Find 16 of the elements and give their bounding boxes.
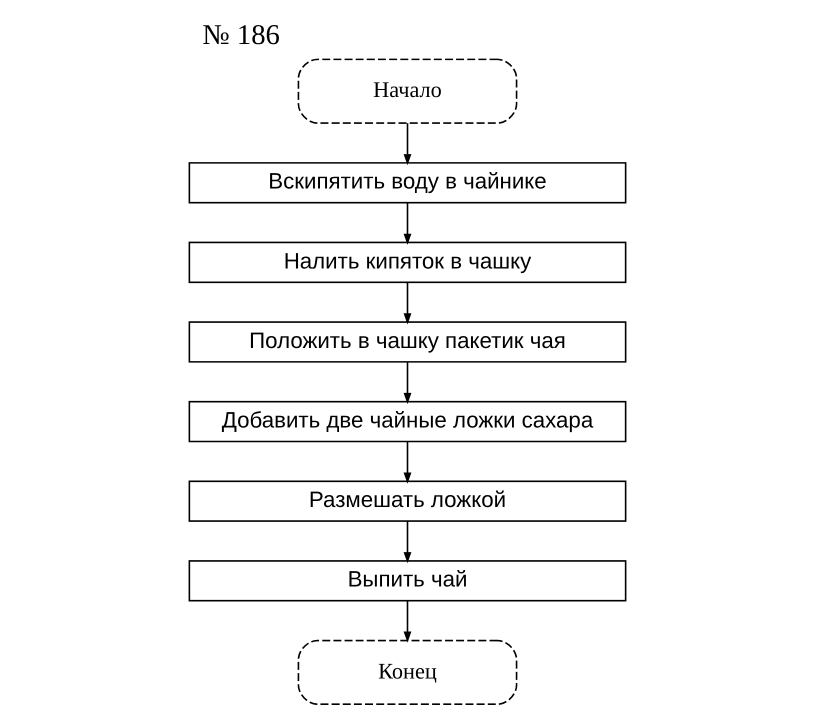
arrow bbox=[404, 202, 412, 245]
node-box: Налить кипяток в чашку bbox=[188, 242, 626, 284]
node-box: Размешать ложкой bbox=[188, 480, 626, 522]
node-box: Положить в чашку пакетик чая bbox=[188, 321, 626, 363]
arrow bbox=[404, 521, 412, 564]
diagram-title: № 186 bbox=[202, 19, 280, 52]
arrow bbox=[404, 362, 412, 404]
arrow bbox=[404, 442, 412, 484]
node-box: Вскипятить воду в чайнике bbox=[188, 162, 626, 204]
arrow bbox=[404, 601, 412, 643]
arrow bbox=[404, 123, 412, 166]
node-box: Конец bbox=[298, 640, 518, 705]
node-box: Начало bbox=[298, 58, 518, 124]
node-box: Выпить чай bbox=[188, 560, 626, 602]
arrow bbox=[404, 282, 412, 324]
node-box: Добавить две чайные ложки сахара bbox=[188, 400, 626, 442]
